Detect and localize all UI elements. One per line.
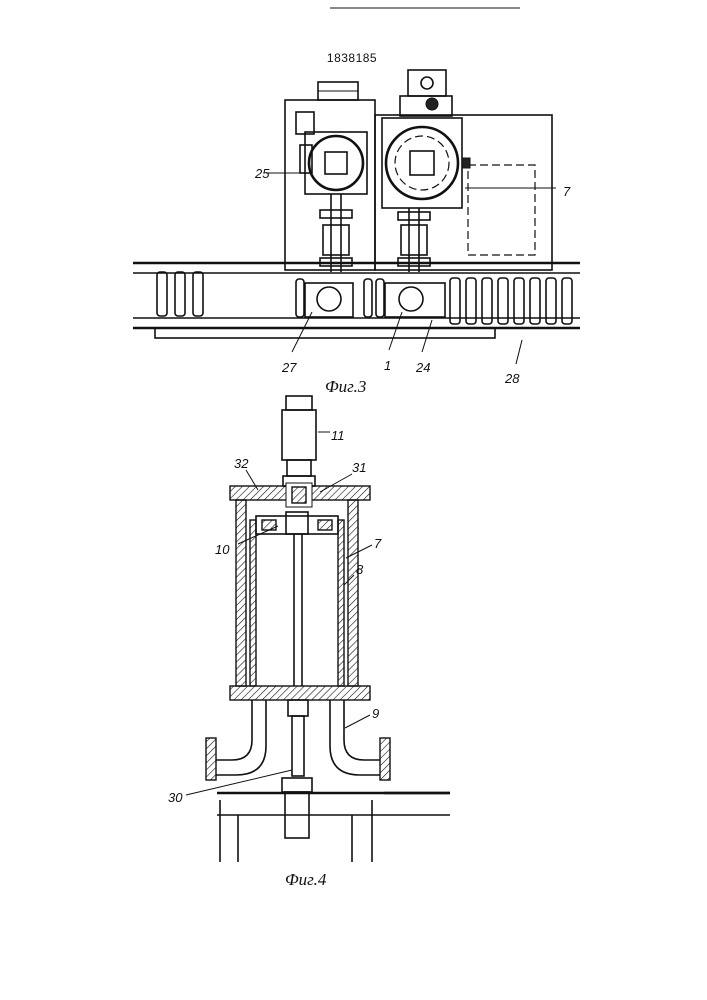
fig4-label-32: 32 (234, 456, 249, 471)
fig4-label-8: 8 (356, 562, 364, 577)
fig4-label-9: 9 (372, 706, 379, 721)
figure-3-drawing (133, 70, 580, 364)
fig4-label-31: 31 (352, 460, 366, 475)
figure-3-caption: Фиг.3 (325, 377, 366, 396)
patent-number: 1838185 (327, 51, 377, 65)
fig3-label-25: 25 (254, 166, 270, 181)
fig3-label-28: 28 (504, 371, 520, 386)
figure-4-drawing (186, 396, 450, 862)
fig4-label-11: 11 (331, 428, 345, 443)
fig4-label-10: 10 (215, 542, 230, 557)
fig4-label-30: 30 (168, 790, 183, 805)
fig3-label-1: 1 (384, 358, 391, 373)
fig3-label-27: 27 (281, 360, 297, 375)
fig4-label-7: 7 (374, 536, 382, 551)
figure-4-caption: Фиг.4 (285, 870, 327, 889)
fig3-label-24: 24 (415, 360, 430, 375)
fig3-label-7: 7 (563, 184, 571, 199)
